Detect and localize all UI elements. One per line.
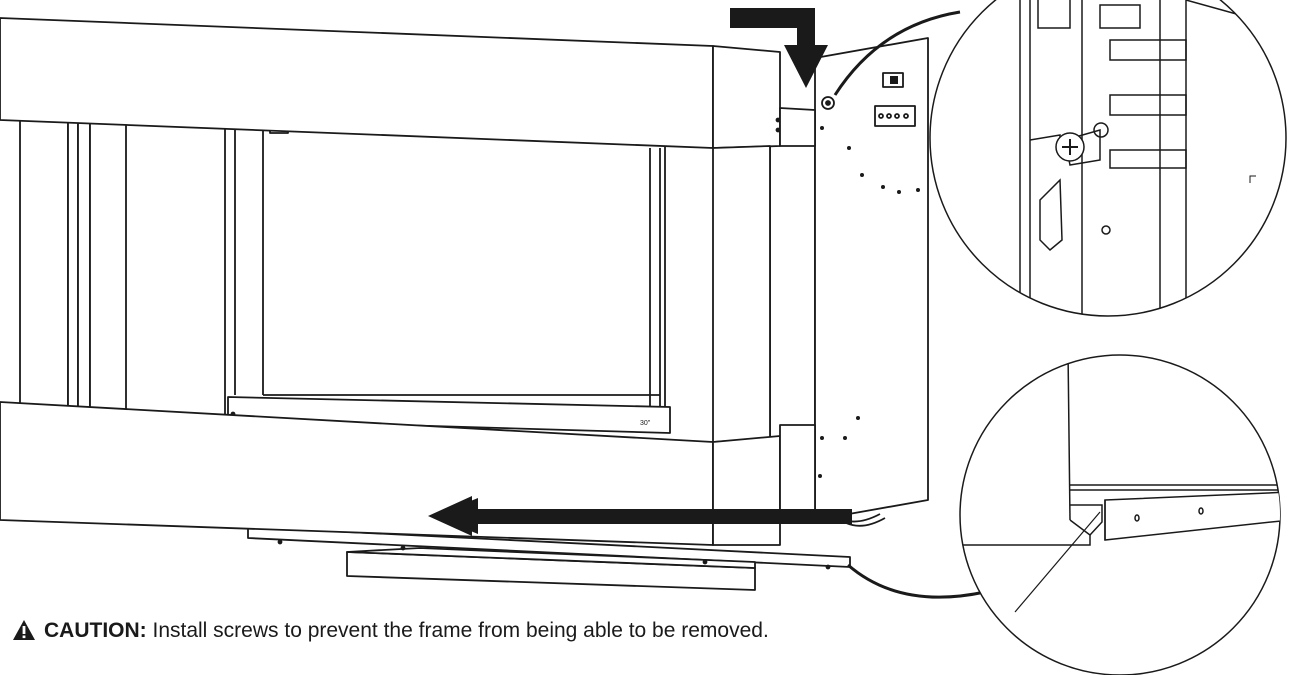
model-mark: 30": [640, 420, 651, 427]
arrow-down-icon: [730, 8, 828, 88]
base-trim: [247, 526, 851, 591]
caution-text: Install screws to prevent the frame from…: [146, 619, 769, 642]
callout-curve-top: [833, 10, 961, 96]
detail-view-bottom: [959, 354, 1281, 675]
detail-view-top: [929, 0, 1287, 317]
left-posts: [19, 117, 127, 412]
callout-curve-bottom: [847, 563, 986, 599]
arrow-left-icon: [434, 498, 852, 534]
warning-triangle-icon: [12, 619, 36, 648]
leader-line: [1014, 511, 1101, 613]
firebox: 30": [224, 126, 671, 434]
caution-label: CAUTION:: [44, 619, 147, 642]
caution-note: CAUTION: Install screws to prevent the f…: [12, 618, 769, 648]
